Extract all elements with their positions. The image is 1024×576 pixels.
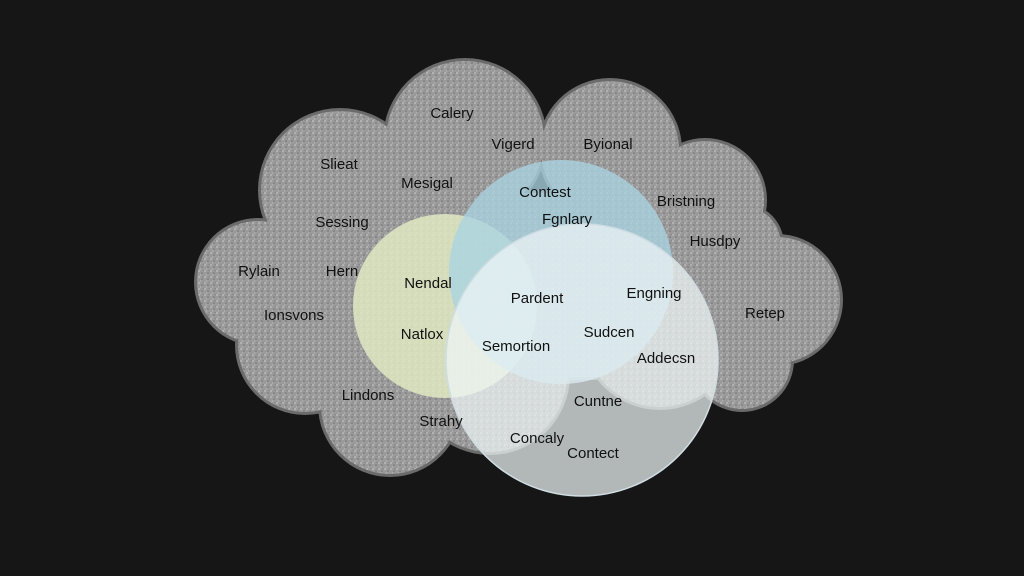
- cloud-label: Vigerd: [491, 136, 534, 153]
- green-circle-labels: Nendal Natlox: [401, 275, 452, 343]
- cloud-label: Husdpy: [690, 233, 741, 250]
- cloud-label: Rylain: [238, 263, 280, 280]
- white-circle-label: Concaly: [510, 430, 565, 447]
- white-circle-labels: Pardent Engning Sudcen Semortion Addecsn…: [482, 285, 695, 462]
- blue-circle-labels: Contest Fgnlary: [519, 184, 592, 228]
- white-circle-label: Semortion: [482, 338, 550, 355]
- cloud-label: Calery: [430, 105, 474, 122]
- cloud-label: Retep: [745, 305, 785, 322]
- blue-circle-label: Fgnlary: [542, 211, 593, 228]
- cloud-label: Lindons: [342, 387, 395, 404]
- white-circle-label: Pardent: [511, 290, 564, 307]
- white-circle: [445, 223, 719, 497]
- green-circle-label: Natlox: [401, 326, 444, 343]
- cloud-label: Slieat: [320, 156, 358, 173]
- white-circle-label: Addecsn: [637, 350, 695, 367]
- white-circle-label: Sudcen: [584, 324, 635, 341]
- white-circle-label: Engning: [626, 285, 681, 302]
- green-circle-label: Nendal: [404, 275, 452, 292]
- cloud-label: Hern: [326, 263, 359, 280]
- blue-circle-label: Contest: [519, 184, 572, 201]
- cloud-label: Bristning: [657, 193, 715, 210]
- white-circle-label: Contect: [567, 445, 620, 462]
- cloud-label: Strahy: [419, 413, 463, 430]
- cloud-labels: Calery Vigerd Byional Slieat Mesigal Bri…: [238, 105, 785, 430]
- cloud-label: Byional: [583, 136, 632, 153]
- cloud-label: Sessing: [315, 214, 368, 231]
- white-circle-label: Cuntne: [574, 393, 622, 410]
- cloud-label: Ionsvons: [264, 307, 324, 324]
- cloud-label: Mesigal: [401, 175, 453, 192]
